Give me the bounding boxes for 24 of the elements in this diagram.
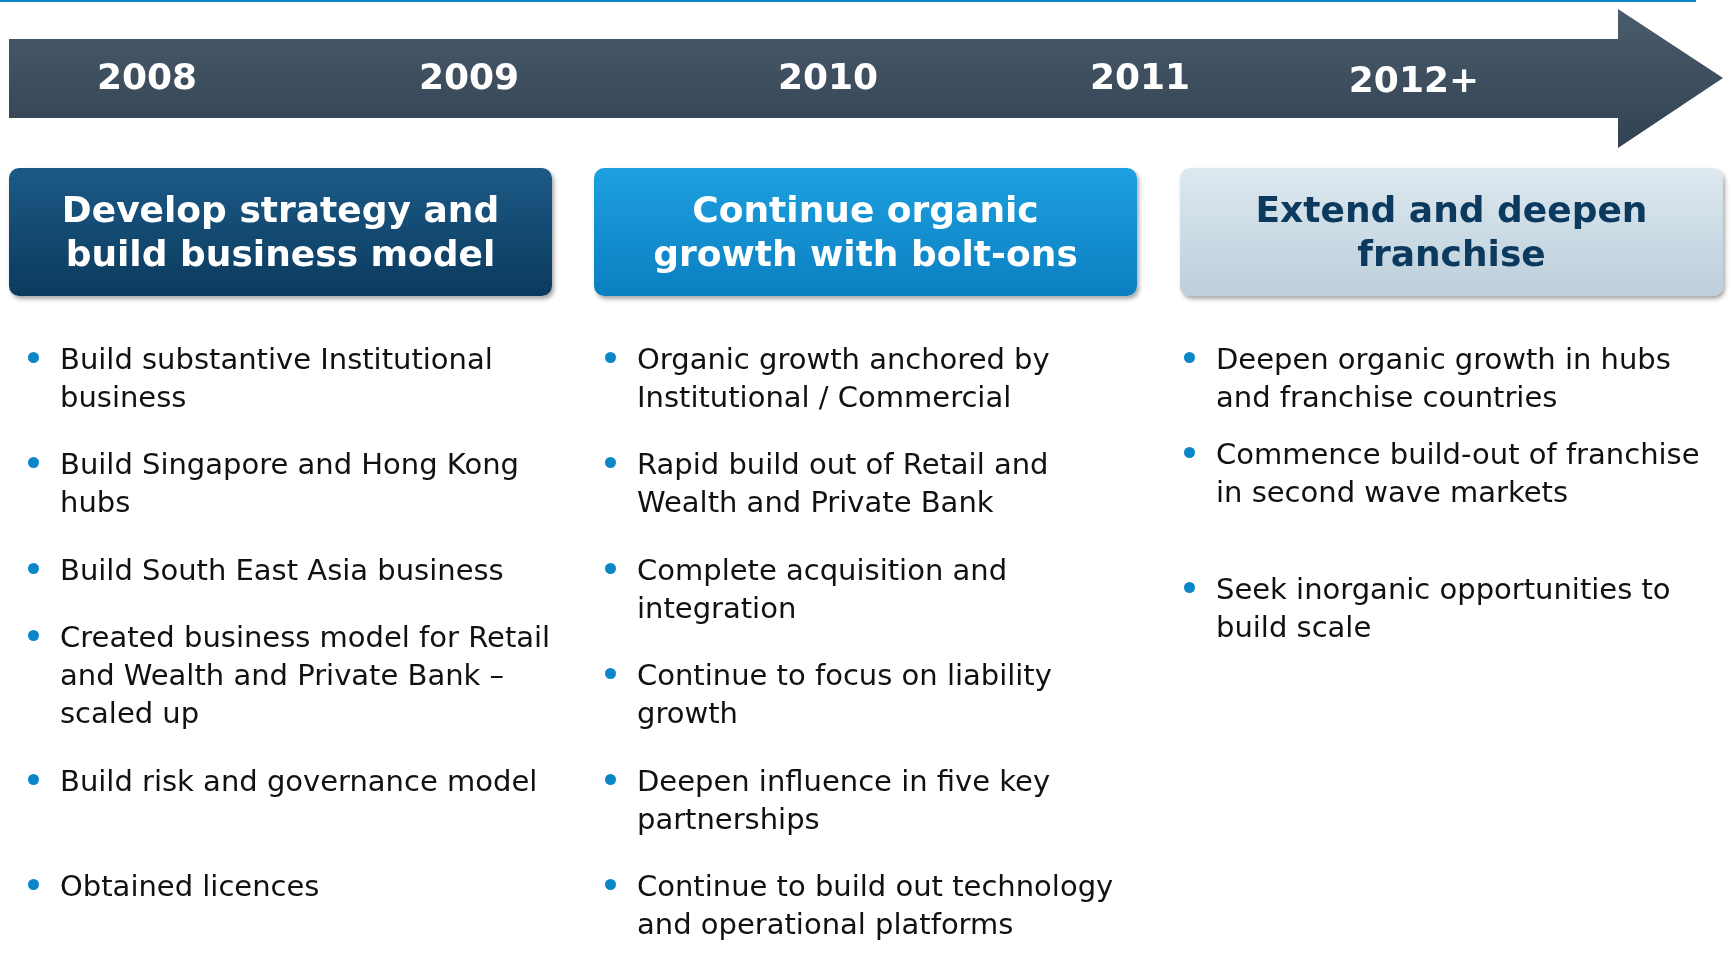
- bullet-text: Continue to focus on liability growth: [637, 657, 1053, 732]
- bullet-text: Commence build-out of franchise in second wave markets: [1216, 436, 1701, 511]
- bullet-text: Obtained licences: [60, 868, 321, 905]
- bullet-text: Build Singapore and Hong Kong hubs: [60, 446, 520, 521]
- bullet-text: Deepen influence in five key partnerships: [637, 763, 1052, 838]
- bullet-text: Rapid build out of Retail and Wealth and Private Bank: [637, 446, 1050, 521]
- bullet-text: Deepen organic growth in hubs and franchise countries: [1216, 341, 1672, 416]
- phase-box: Extend and deepen franchise: [1180, 168, 1723, 296]
- phase-box: Develop strategy and build business model: [9, 168, 552, 296]
- year-label: 2012+: [1348, 59, 1480, 100]
- bullet-text: Build substantive Institutional business: [60, 341, 494, 416]
- bullet-text: Build risk and governance model: [60, 763, 539, 800]
- bullet-text: Organic growth anchored by Institutional / Commercial: [637, 341, 1051, 416]
- bullet-text: Continue to build out technology and operational platforms: [637, 868, 1115, 943]
- bullet-text: Seek inorganic opportunities to build scale: [1216, 571, 1672, 646]
- bullet-text: Build South East Asia business: [60, 552, 505, 589]
- bullet-text: Created business model for Retail and Wealth and Private Bank – scaled up: [60, 619, 552, 732]
- bullet-text: Complete acquisition and integration: [637, 552, 1009, 627]
- phase-box: Continue organic growth with bolt-ons: [594, 168, 1137, 296]
- year-label: 2008: [96, 56, 198, 97]
- year-label: 2009: [418, 56, 520, 97]
- timeline-arrow: [9, 9, 1725, 148]
- year-label: 2010: [777, 56, 879, 97]
- year-label: 2011: [1089, 56, 1191, 97]
